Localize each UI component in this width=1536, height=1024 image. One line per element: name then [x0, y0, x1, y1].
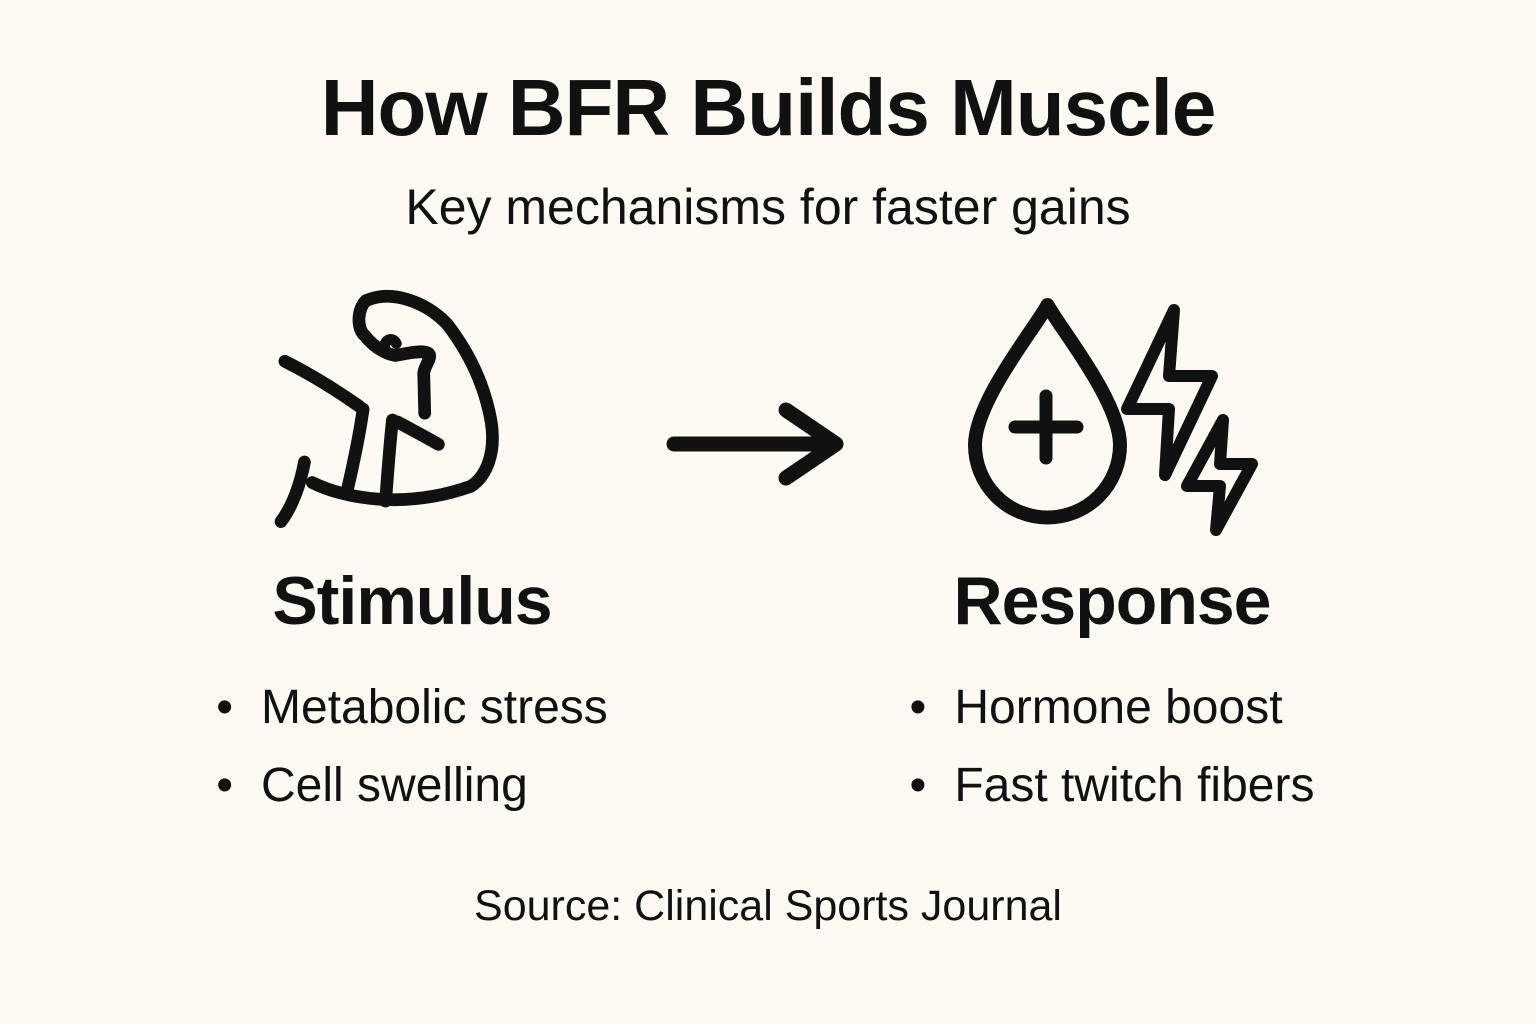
response-bullet-list: • Hormone boost • Fast twitch fibers: [910, 674, 1315, 830]
stimulus-to-response-arrow: [664, 402, 852, 486]
bullet-text: Metabolic stress: [261, 681, 608, 734]
droplet-plus-lightning-icon: [962, 295, 1262, 540]
response-heading: Response: [953, 563, 1272, 639]
stimulus-column: Stimulus • Metabolic stress • Cell swell…: [112, 288, 712, 830]
bullet-text: Hormone boost: [954, 681, 1283, 734]
stimulus-heading: Stimulus: [272, 563, 552, 639]
bullet-dot: •: [909, 681, 927, 734]
stimulus-icon-box: [272, 288, 552, 546]
list-item: • Metabolic stress: [216, 674, 608, 742]
stimulus-bullet-list: • Metabolic stress • Cell swelling: [216, 674, 608, 830]
bullet-text: Fast twitch fibers: [954, 759, 1315, 813]
bullet-text: Cell swelling: [261, 759, 528, 813]
list-item: • Cell swelling: [216, 752, 608, 820]
right-arrow-icon: [664, 402, 852, 486]
response-column: Response • Hormone boost • Fast twitch f…: [812, 288, 1412, 830]
list-item: • Fast twitch fibers: [910, 752, 1315, 820]
response-icon-box: [962, 288, 1262, 546]
bullet-dot: •: [909, 759, 927, 813]
flexed-arm-bfr-cuff-icon: [272, 285, 552, 549]
page-subtitle: Key mechanisms for faster gains: [405, 179, 1131, 235]
source-caption: Source: Clinical Sports Journal: [474, 882, 1062, 930]
list-item: • Hormone boost: [910, 674, 1315, 742]
page-title: How BFR Builds Muscle: [320, 63, 1217, 152]
bullet-dot: •: [216, 759, 234, 813]
bullet-dot: •: [216, 681, 234, 734]
